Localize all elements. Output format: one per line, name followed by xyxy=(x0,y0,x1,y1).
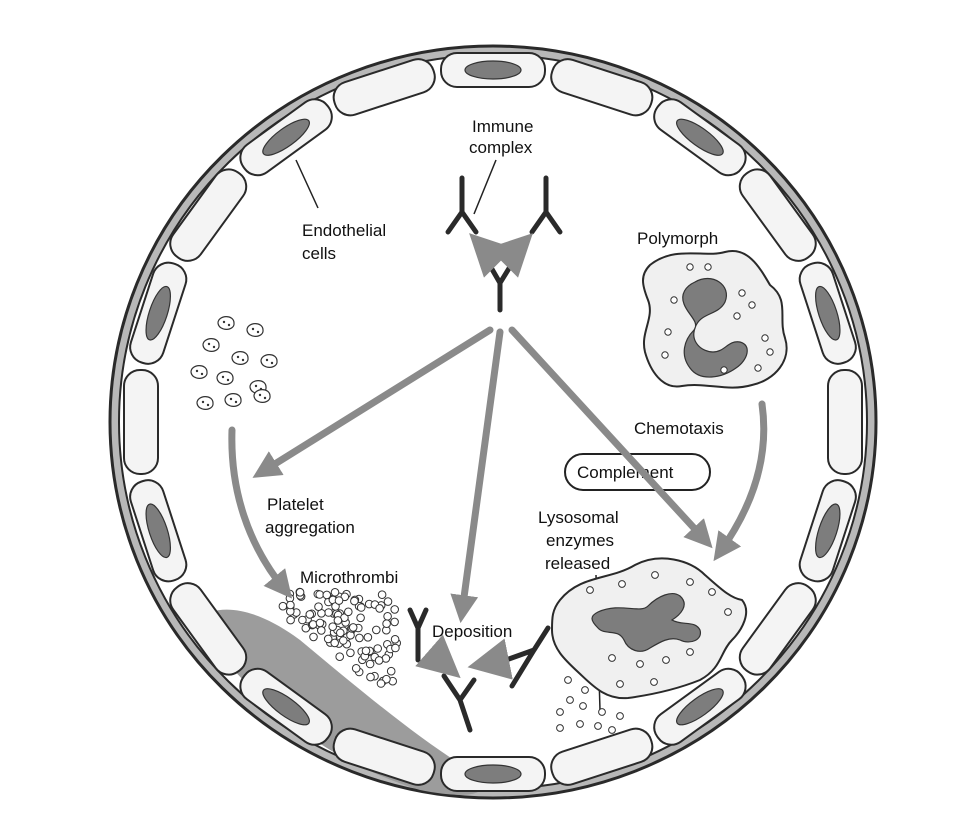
endothelial-cell-ring xyxy=(123,52,863,792)
arrow-to-deposition xyxy=(450,328,504,624)
endothelial-cell xyxy=(798,261,857,365)
arrow-right-antibody xyxy=(488,233,533,278)
label-lysosomal-3: released xyxy=(545,554,610,573)
immune-complex-pointer-line xyxy=(473,159,497,215)
platelet xyxy=(231,351,249,365)
platelet xyxy=(246,323,264,337)
endothelial-cell xyxy=(123,369,159,475)
label-complement: Complement xyxy=(577,463,674,482)
platelet xyxy=(224,393,242,407)
platelet xyxy=(196,396,214,410)
arrow-to-platelet-aggregation xyxy=(252,326,494,478)
label-endothelial-2: cells xyxy=(302,244,336,263)
endothelial-cell xyxy=(550,727,654,786)
arrow-platelets-to-microthrombi xyxy=(228,426,293,599)
endothelial-cell xyxy=(653,667,747,746)
endothelial-cell xyxy=(169,168,248,262)
endothelial-cell xyxy=(738,168,817,262)
endothelial-cell xyxy=(653,98,747,177)
degranulating-polymorph-icon xyxy=(550,557,748,734)
endothelial-cell xyxy=(239,667,333,746)
label-platelet-1: Platelet xyxy=(267,495,324,514)
antibody-deposited-icon xyxy=(407,607,551,733)
arrow-to-complement xyxy=(508,326,713,549)
microthrombi-cluster-icon xyxy=(278,587,402,688)
label-microthrombi: Microthrombi xyxy=(300,568,398,587)
endothelial-cell xyxy=(550,58,654,117)
label-immune-complex-2: complex xyxy=(469,138,533,157)
endothelial-cell xyxy=(129,261,188,365)
label-platelet-2: aggregation xyxy=(265,518,355,537)
polymorph-cell-icon xyxy=(642,249,788,389)
label-lysosomal-1: Lysosomal xyxy=(538,508,619,527)
platelet xyxy=(260,354,278,368)
endothelial-cell xyxy=(827,369,863,475)
arrow-deposition-left xyxy=(415,634,461,679)
label-endothelial-1: Endothelial xyxy=(302,221,386,240)
platelet xyxy=(253,389,271,403)
endothelial-cell xyxy=(738,582,817,676)
endothelial-cell xyxy=(440,756,546,792)
endothelial-cell xyxy=(440,52,546,88)
arrow-deposition-right xyxy=(467,638,513,680)
label-chemotaxis: Chemotaxis xyxy=(634,419,724,438)
endothelial-cell xyxy=(169,582,248,676)
endothelial-cell xyxy=(332,58,436,117)
platelet xyxy=(202,338,220,352)
complement-box xyxy=(564,453,711,491)
endothelial-cell xyxy=(798,479,857,583)
arrow-left-antibody xyxy=(469,233,514,278)
platelet xyxy=(217,316,235,330)
arrow-chemotaxis xyxy=(713,400,768,562)
endothelial-cell xyxy=(129,479,188,583)
endothelial-cell xyxy=(332,727,436,786)
label-lysosomal-2: enzymes xyxy=(546,531,614,550)
label-deposition: Deposition xyxy=(432,622,512,641)
endothelial-pointer-line xyxy=(295,159,319,209)
label-immune-complex-1: Immune xyxy=(472,117,533,136)
platelet xyxy=(190,365,208,379)
platelet xyxy=(216,371,234,385)
platelet-cluster-icon xyxy=(190,316,278,410)
endothelial-cell xyxy=(239,98,333,177)
lysosomal-granules xyxy=(556,571,732,734)
label-polymorph: Polymorph xyxy=(637,229,718,248)
